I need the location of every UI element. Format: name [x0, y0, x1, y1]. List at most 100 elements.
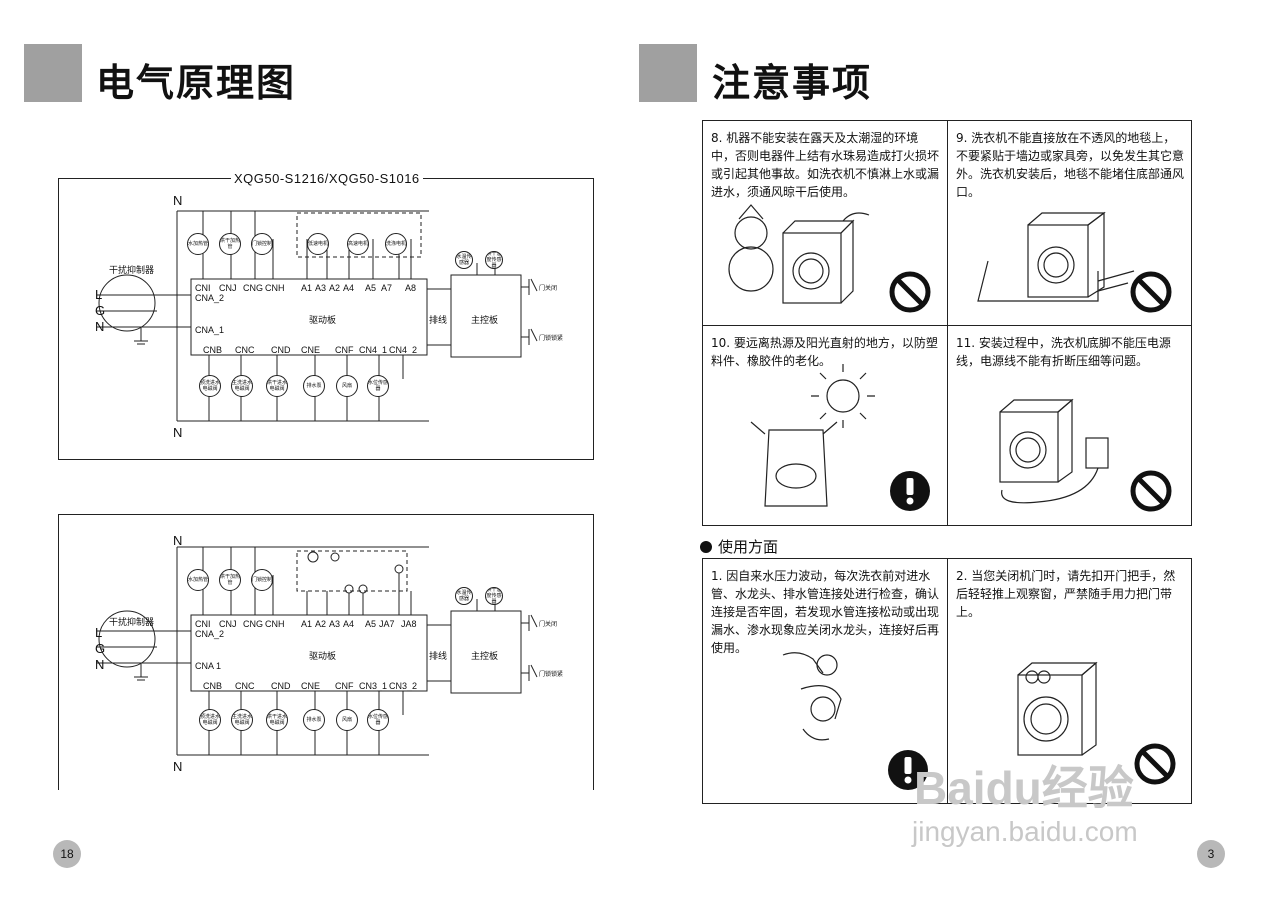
note-9-text: 9. 洗衣机不能直接放在不透风的地毯上，不要紧贴于墙边或家具旁，以免发生其它意外…	[956, 131, 1185, 199]
rail-bottom-label: N	[173, 425, 183, 440]
pin-cn3-1-2: CN3_1	[359, 681, 388, 691]
usage-1-text: 1. 因自来水压力波动，每次洗衣前对进水管、水龙头、排水管连接处进行检查，确认连…	[711, 569, 940, 655]
component-water-heater: 水加热管	[187, 233, 209, 255]
component-dry-valve: 烘干进水电磁阀	[266, 375, 288, 397]
sensor-water-temp-2: 水温传感器	[455, 587, 473, 605]
rail-top-label: N	[173, 193, 183, 208]
pin-a3-2: A3	[329, 619, 341, 629]
component-dryer-heater: 烘干加热管	[219, 233, 241, 255]
pin-cng: CNG	[243, 283, 263, 293]
pin-a4: A4	[343, 283, 355, 293]
pin-cn4-2: CN4_2	[389, 345, 418, 355]
note-11-illustration	[999, 398, 1109, 504]
usage-1-illustration	[782, 652, 842, 741]
pin-cnd-2: CND	[271, 681, 291, 691]
watermark-brand: Baidu经验	[914, 762, 1134, 814]
line-g-label: G	[95, 303, 106, 318]
line-n-label: N	[95, 319, 105, 334]
note-8-text: 8. 机器不能安装在露天及太潮湿的环境中，否则电器件上结有水珠易造成打火损坏或引…	[711, 131, 940, 199]
pin-cnc: CNC	[235, 345, 255, 355]
component-fan: 风扇	[336, 375, 358, 397]
pin-a8: A8	[405, 283, 417, 293]
switch-door-locked-2: 门锁锁紧	[539, 671, 564, 678]
switch-door-closed: 门关闭	[539, 285, 558, 292]
pin-cna2: CNA_2	[195, 293, 225, 303]
model-number: XQG50-S1216/XQG50-S1016	[231, 171, 423, 186]
pin-cnd: CND	[271, 345, 291, 355]
pin-a1-2: A1	[301, 619, 313, 629]
filter-label-2: 干扰抑制器	[109, 618, 155, 628]
component-dry-valve-2: 烘干进水电磁阀	[266, 709, 288, 731]
note-9-illustration	[977, 211, 1135, 302]
component-fan-2: 风扇	[336, 709, 358, 731]
right-page-number: 3	[1197, 840, 1225, 868]
right-page-title: 注意事项	[712, 61, 873, 105]
note-9: 9. 洗衣机不能直接放在不透风的地毯上，不要紧贴于墙边或家具旁，以免发生其它意外…	[948, 121, 1193, 325]
usage-2: 2. 当您关闭机门时，请先扣开门把手，然后轻轻推上观察窗，严禁随手用力把门带上。	[948, 559, 1193, 805]
pin-a4-2: A4	[343, 619, 355, 629]
component-drain-pump: 排水泵	[303, 375, 325, 397]
main-board-label-2: 主控板	[471, 652, 499, 662]
pin-a5: A5	[365, 283, 377, 293]
line-l-label: L	[95, 287, 103, 302]
component-level-sensor-2: 水位传感器	[367, 709, 389, 731]
component-water-heater-2: 水加热管	[187, 569, 209, 591]
prohibit-icon	[1134, 743, 1176, 785]
harness-label-2: 排线	[429, 652, 448, 662]
component-high-motor: 高速电机	[347, 233, 369, 255]
watermark-url: jingyan.baidu.com	[912, 816, 1138, 847]
bullet-icon	[700, 540, 712, 553]
note-10-text: 10. 要远离热源及阳光直射的地方，以防塑料件、橡胶件的老化。	[711, 336, 938, 368]
pin-cni-2: CNI	[195, 619, 211, 629]
harness-label: 排线	[429, 316, 448, 326]
pin-a5-2: A5	[365, 619, 377, 629]
note-10: 10. 要远离热源及阳光直射的地方，以防塑料件、橡胶件的老化。	[703, 326, 947, 527]
sensor-water-temp: 水温传感器	[455, 251, 473, 269]
component-door-lock: 门锁控制	[251, 233, 273, 255]
left-page-title: 电气原理图	[96, 61, 297, 105]
line-n-label-2: N	[95, 657, 105, 672]
pin-cnh-2: CNH	[265, 619, 285, 629]
usage-1: 1. 因自来水压力波动，每次洗衣前对进水管、水龙头、排水管连接处进行检查，确认连…	[703, 559, 947, 805]
main-board-label: 主控板	[471, 316, 499, 326]
left-header-block	[24, 44, 82, 102]
component-low-motor: 低速电机	[307, 233, 329, 255]
usage-grid: 1. 因自来水压力波动，每次洗衣前对进水管、水龙头、排水管连接处进行检查，确认连…	[702, 558, 1192, 804]
line-g-label-2: G	[95, 641, 106, 656]
component-prewash-valve: 预洗进水电磁阀	[199, 375, 221, 397]
pin-cn4-1: CN4_1	[359, 345, 388, 355]
pin-a7: A7	[381, 283, 393, 293]
usage-2-illustration	[1017, 661, 1098, 756]
component-door-lock-2: 门锁控制	[251, 569, 273, 591]
pin-cna1: CNA_1	[195, 325, 225, 335]
pin-a1: A1	[301, 283, 313, 293]
note-8: 8. 机器不能安装在露天及太潮湿的环境中，否则电器件上结有水珠易造成打火损坏或引…	[703, 121, 947, 325]
section-usage-title: 使用方面	[718, 538, 779, 556]
sensor-dry-temp: 烘干温度传感器	[485, 251, 503, 269]
component-wash-motor: 洗涤电机	[385, 233, 407, 255]
note-8-illustration	[728, 204, 870, 304]
pin-cne-2: CNE	[301, 681, 321, 691]
pin-a2-2: A2	[315, 619, 327, 629]
pin-a2: A2	[329, 283, 341, 293]
note-11: 11. 安装过程中，洗衣机底脚不能压电源线，电源线不能有折断压细等问题。	[948, 326, 1193, 527]
component-mainwash-valve: 主洗进水电磁阀	[231, 375, 253, 397]
line-l-label-2: L	[95, 625, 103, 640]
section-usage-heading: 使用方面	[700, 536, 778, 557]
switch-door-closed-2: 门关闭	[539, 621, 558, 628]
pin-cna2-2: CNA_2	[195, 629, 225, 639]
pin-cnj: CNJ	[219, 283, 237, 293]
rail-bottom-label-2: N	[173, 759, 183, 774]
sensor-dry-temp-2: 烘干温度传感器	[485, 587, 503, 605]
pin-cng-2: CNG	[243, 619, 263, 629]
note-10-illustration	[750, 364, 875, 507]
usage-2-text: 2. 当您关闭机门时，请先扣开门把手，然后轻轻推上观察窗，严禁随手用力把门带上。	[956, 569, 1176, 619]
right-header-block	[639, 44, 697, 102]
drive-board-label-2: 驱动板	[309, 652, 337, 662]
pin-cne: CNE	[301, 345, 321, 355]
pin-ja7-2: JA7	[379, 619, 395, 629]
pin-cn3-2-2: CN3_2	[389, 681, 418, 691]
prohibit-icon	[1130, 470, 1172, 512]
component-prewash-valve-2: 预洗进水电磁阀	[199, 709, 221, 731]
component-dryer-heater-2: 烘干加热管	[219, 569, 241, 591]
